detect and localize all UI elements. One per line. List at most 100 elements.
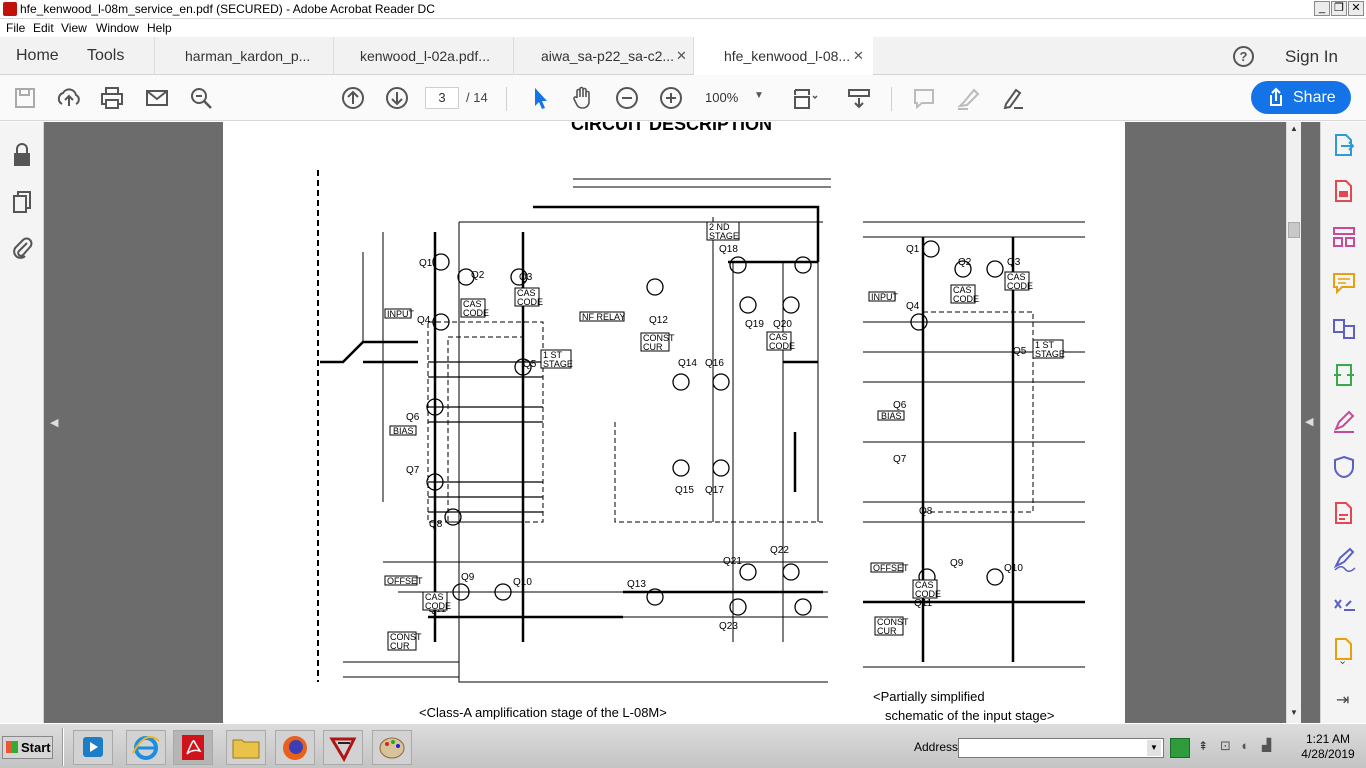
highlight-icon[interactable] [954,84,982,112]
share-label: Share [1293,89,1336,106]
organize-pages-icon[interactable] [1331,224,1357,250]
share-button[interactable]: Share [1251,81,1351,114]
hand-icon[interactable] [569,84,597,112]
page-number-input[interactable]: 3 [425,87,459,109]
print-icon[interactable] [98,84,126,112]
comment-tool-icon[interactable] [1331,270,1357,296]
collapse-panel-icon[interactable]: ⇥ [1336,692,1350,709]
toolbar-divider [506,87,507,111]
menu-file[interactable]: File [6,21,26,35]
vertical-scrollbar[interactable]: ▲ ▼ [1286,122,1301,723]
label-input: INPUT [387,309,415,319]
label-q21: Q21 [723,556,742,567]
taskbar-divider [62,728,64,766]
svg-text:CODE: CODE [517,297,543,307]
doc-tab-hfe-kenwood[interactable]: hfe_kenwood_l-08... [693,37,873,76]
label-q3: Q3 [519,272,533,283]
fill-sign-icon[interactable] [1331,408,1357,434]
clock[interactable]: 1:21 AM 4/28/2019 [1296,732,1360,762]
email-icon[interactable] [143,84,171,112]
page-down-icon[interactable] [383,84,411,112]
fit-page-icon[interactable] [790,84,818,112]
pointer-icon[interactable] [526,84,554,112]
zoom-dropdown-icon[interactable]: ▼ [754,90,764,101]
export-pdf-icon[interactable] [1331,132,1357,158]
tray-expand-icon[interactable]: ⇞ [1198,739,1209,753]
label-q4: Q4 [417,315,431,326]
comment-icon[interactable] [910,84,938,112]
signal-icon[interactable]: ▟ [1262,738,1272,752]
zoom-level[interactable]: 100% [705,90,739,105]
address-input[interactable]: ▼ [958,738,1164,758]
scroll-thumb[interactable] [1288,222,1300,238]
go-icon[interactable] [1170,738,1190,758]
svg-text:CODE: CODE [915,589,941,599]
start-button[interactable]: Start [2,736,53,759]
fill-form-icon[interactable] [1331,592,1357,618]
label-q18: Q18 [719,244,738,255]
volume-icon[interactable]: ◖ [1240,738,1248,753]
minimize-button[interactable]: _ [1314,1,1330,16]
tab-tools[interactable]: Tools [87,47,125,64]
network-icon[interactable]: ⊡ [1220,738,1231,753]
create-pdf-icon[interactable] [1331,178,1357,204]
search-icon[interactable] [187,84,215,112]
scroll-up-icon[interactable]: ▲ [1290,124,1298,133]
protect-icon[interactable] [1331,454,1357,480]
svg-text:CODE: CODE [425,601,451,611]
doc-tab-kenwood-l02a[interactable]: kenwood_l-02a.pdf... [333,37,513,75]
help-icon[interactable]: ? [1233,46,1254,67]
firefox-icon[interactable] [275,730,315,765]
label-q10: Q10 [513,577,532,588]
close-window-button[interactable]: ✕ [1348,1,1364,16]
menu-view[interactable]: View [61,21,87,35]
zoom-in-icon[interactable] [657,84,685,112]
sign-icon[interactable] [998,84,1026,112]
menu-edit[interactable]: Edit [33,21,54,35]
address-dropdown-icon[interactable]: ▼ [1147,740,1161,756]
tab-home[interactable]: Home [16,47,59,64]
file-explorer-icon[interactable] [226,730,266,765]
label-q11-right: Q11 [914,598,933,609]
share-icon [1267,81,1285,126]
media-player-icon[interactable] [73,730,113,765]
label-q9-right: Q9 [950,558,964,569]
expand-tools-icon[interactable]: ⌄ [1338,655,1348,667]
scroll-mode-icon[interactable] [845,84,873,112]
acrobat-icon[interactable] [173,730,213,765]
combine-files-icon[interactable] [1331,316,1357,342]
page-total: / 14 [466,90,488,105]
label-q3-right: Q3 [1007,257,1021,268]
zoom-out-icon[interactable] [613,84,641,112]
label-q13: Q13 [627,579,646,590]
acrobat-app-icon [3,2,17,16]
restore-button[interactable]: ❐ [1331,1,1347,16]
more-tools-icon[interactable] [1331,636,1357,662]
upload-icon[interactable] [55,84,83,112]
sign-in-link[interactable]: Sign In [1285,47,1338,66]
doc-tab-aiwa[interactable]: aiwa_sa-p22_sa-c2... [513,37,693,75]
collapse-left-icon[interactable]: ◀ [50,417,59,429]
lock-icon[interactable] [11,142,33,171]
label-q5: Q5 [523,359,537,370]
page-up-icon[interactable] [339,84,367,112]
close-tab-icon[interactable]: ✕ [853,48,864,63]
doc-tab-harman[interactable]: harman_kardon_p... [154,37,333,75]
app-icon[interactable] [323,730,363,765]
collapse-right-icon[interactable]: ◀ [1305,416,1314,428]
edit-pdf-icon[interactable] [1331,500,1357,526]
pages-icon[interactable] [12,190,34,217]
save-icon[interactable] [11,84,39,112]
label-q6-right: Q6 [893,400,907,411]
send-for-signature-icon[interactable] [1331,546,1357,572]
ie-icon[interactable] [126,730,166,765]
scroll-down-icon[interactable]: ▼ [1290,708,1298,717]
left-panel: ◀ [0,122,58,723]
menu-window[interactable]: Window [96,21,139,35]
attachment-icon[interactable] [12,236,34,263]
label-q9: Q9 [461,572,475,583]
menu-help[interactable]: Help [147,21,172,35]
paint-icon[interactable] [372,730,412,765]
close-tab-icon[interactable]: ✕ [676,48,687,63]
compress-pdf-icon[interactable] [1331,362,1357,388]
